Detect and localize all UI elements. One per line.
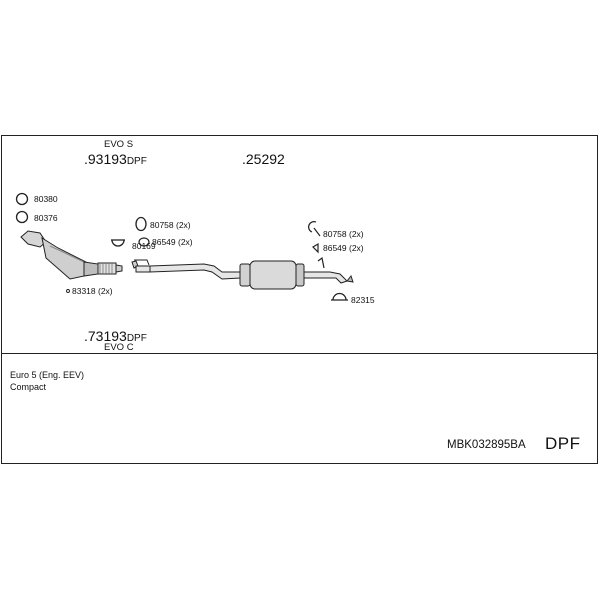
spec-emission: Euro 5 (Eng. EEV) (10, 370, 85, 380)
top-part-number: .93193DPF (84, 152, 147, 168)
clamp-icon-86549-rear (312, 242, 319, 254)
label-82315: 82315 (351, 295, 375, 305)
diagram-frame (1, 135, 598, 464)
section-divider (1, 353, 598, 354)
bottom-part-prefix: . (84, 328, 88, 344)
gasket-ring-80380 (15, 192, 29, 206)
top-part-suffix: DPF (126, 156, 147, 167)
label-86549-mid: 86549 (2x) (152, 237, 193, 247)
rear-part-digits: 25292 (245, 151, 285, 167)
label-83318: 83318 (2x) (72, 286, 113, 296)
top-part-digits: 93193 (87, 151, 127, 167)
clamp-icon-83318 (66, 289, 70, 293)
top-part-prefix: . (84, 151, 88, 167)
clamp-icon-80758-mid (135, 216, 147, 232)
rear-part-prefix: . (242, 151, 246, 167)
clamp-icon-80169 (111, 239, 125, 247)
middle-pipe-and-silencer (131, 259, 354, 290)
evo-c-label: EVO C (104, 342, 134, 353)
kit-code: MBK032895BA (447, 439, 526, 451)
bottom-part-number: .73193DPF (84, 329, 147, 345)
dpf-front-section (20, 230, 123, 280)
label-86549-rear: 86549 (2x) (323, 243, 364, 253)
spec-type: Compact (10, 382, 47, 392)
label-80376: 80376 (34, 213, 58, 223)
hanger-rear (317, 256, 325, 269)
evo-s-label: EVO S (104, 139, 134, 150)
clamp-icon-82315 (331, 292, 348, 301)
bottom-part-digits: 73193 (87, 328, 127, 344)
bottom-part-suffix: DPF (126, 333, 147, 344)
clamp-icon-86549-mid (138, 237, 150, 247)
label-80758-mid: 80758 (2x) (150, 220, 191, 230)
dpf-badge: DPF (545, 434, 581, 453)
gasket-ring-80376 (15, 210, 29, 224)
rear-part-number: .25292 (242, 152, 285, 168)
label-80169: 80169 (132, 241, 156, 251)
label-80380: 80380 (34, 194, 58, 204)
clamp-icon-80758-rear (308, 221, 321, 237)
label-80758-rear: 80758 (2x) (323, 229, 364, 239)
